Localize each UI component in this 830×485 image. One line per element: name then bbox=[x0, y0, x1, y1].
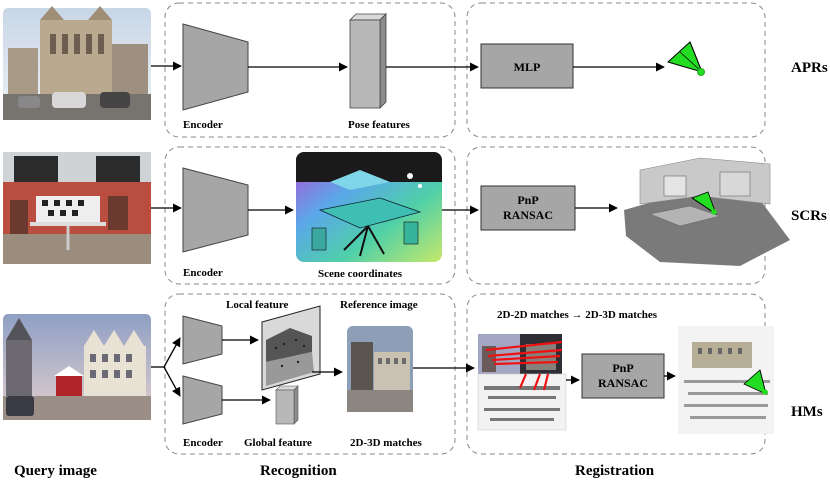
scr-ransac-label: RANSAC bbox=[503, 208, 553, 222]
row-label-scr: SCRs bbox=[791, 208, 827, 224]
global-feature-label: Global feature bbox=[244, 437, 312, 449]
mlp-label: MLP bbox=[514, 60, 541, 74]
pose-features-block bbox=[349, 13, 387, 109]
hm-recognition-panel bbox=[164, 293, 456, 455]
scr-pnp-label: PnP bbox=[517, 193, 538, 207]
arrow-branch-upper bbox=[163, 337, 181, 368]
scene-coordinates-map bbox=[296, 152, 442, 262]
apr-encoder-label: Encoder bbox=[183, 119, 223, 131]
row-label-apr: APRs bbox=[791, 60, 828, 76]
query-image-scr bbox=[3, 152, 151, 264]
apr-encoder-shape bbox=[182, 23, 249, 111]
scr-recognition-panel bbox=[164, 146, 456, 285]
hm-row bbox=[151, 305, 774, 434]
column-label-query: Query image bbox=[14, 463, 97, 479]
local-feature-image bbox=[261, 305, 321, 391]
hm-encoder-label: Encoder bbox=[183, 437, 223, 449]
hm-ransac-label: RANSAC bbox=[598, 376, 648, 390]
text-labels: Encoder Pose features MLP APRs Encoder S… bbox=[14, 60, 828, 479]
apr-camera-pose-icon bbox=[667, 41, 705, 76]
scr-3d-model bbox=[624, 157, 790, 266]
hm-registration-panel bbox=[466, 293, 766, 455]
scr-row bbox=[151, 152, 790, 266]
query-image-hm bbox=[3, 314, 151, 420]
arrow-branch-lower bbox=[163, 366, 181, 397]
column-label-registration: Registration bbox=[575, 463, 655, 479]
mlp-box bbox=[480, 43, 574, 89]
hm-encoder-lower-shape bbox=[182, 375, 223, 425]
apr-recognition-panel bbox=[164, 2, 456, 138]
hm-3d-point-cloud bbox=[678, 326, 774, 434]
matches-visual bbox=[477, 334, 567, 431]
hm-encoder-upper-shape bbox=[182, 315, 223, 365]
row-label-hm: HMs bbox=[791, 404, 823, 420]
hm-pnp-box bbox=[581, 353, 665, 399]
query-image-apr bbox=[3, 6, 151, 120]
apr-row bbox=[151, 13, 705, 111]
matches-header-label: 2D-2D matches → 2D-3D matches bbox=[497, 309, 658, 321]
reference-image-label: Reference image bbox=[340, 299, 418, 311]
global-feature-block bbox=[275, 385, 299, 425]
hm-pnp-label: PnP bbox=[612, 361, 633, 375]
apr-registration-panel bbox=[466, 2, 766, 138]
dashed-panels bbox=[164, 2, 766, 455]
column-label-recognition: Recognition bbox=[260, 463, 337, 479]
scr-pnp-box bbox=[480, 185, 576, 231]
reference-image bbox=[347, 326, 413, 412]
matches-2d3d-label: 2D-3D matches bbox=[350, 437, 423, 449]
pose-features-label: Pose features bbox=[348, 119, 411, 131]
local-feature-label: Local feature bbox=[226, 299, 289, 311]
scr-encoder-shape bbox=[182, 167, 249, 253]
scr-encoder-label: Encoder bbox=[183, 267, 223, 279]
scene-coordinates-label: Scene coordinates bbox=[318, 268, 403, 280]
